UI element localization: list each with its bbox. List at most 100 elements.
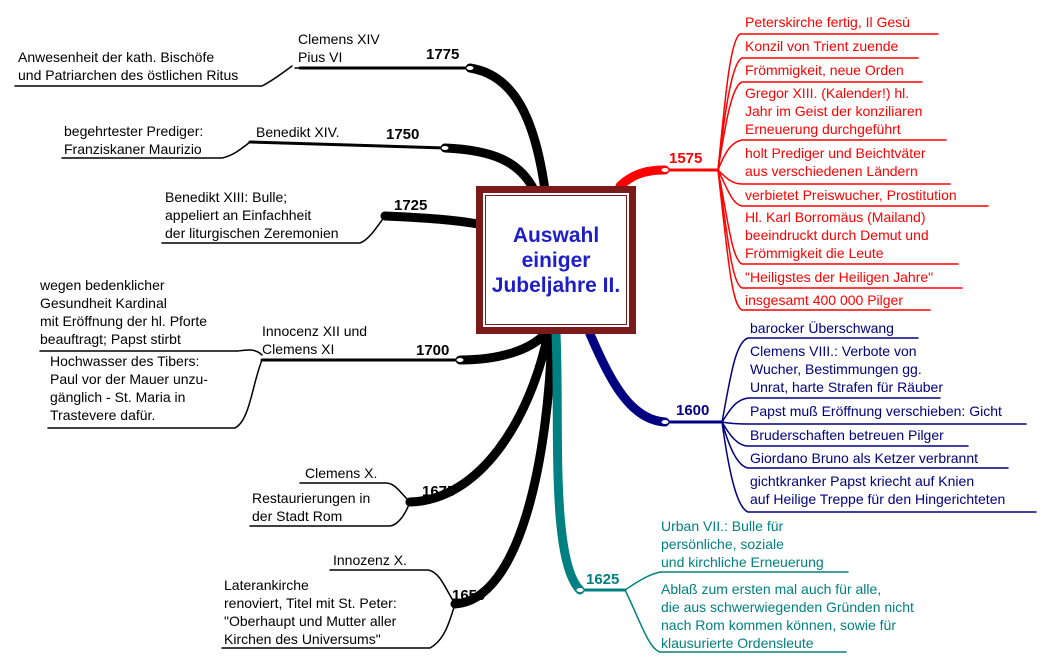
node-1625-ablass: Ablaß zum ersten mal auch für alle, die … xyxy=(661,580,914,652)
node-line: beeindruckt durch Demut und xyxy=(745,227,929,243)
node-line: Papst muß Eröffnung verschieben: Gicht xyxy=(750,403,1002,419)
node-1650-lateran: Laterankirche renoviert, Titel mit St. P… xyxy=(224,576,397,648)
node-1600-treppe: gichtkranker Papst kriecht auf Knien auf… xyxy=(750,472,1005,508)
year-label-1575: 1575 xyxy=(669,150,703,167)
branch-1725 xyxy=(161,211,483,244)
branch-1575 xyxy=(615,33,989,311)
node-line: Innozenz X. xyxy=(333,552,407,568)
node-line: Paul vor der Mauer unzu- xyxy=(50,371,208,387)
node-1575-peterskirche: Peterskirche fertig, Il Gesù xyxy=(745,13,910,31)
node-line: Giordano Bruno als Ketzer verbrannt xyxy=(750,450,979,466)
node-line: Benedikt XIII: Bulle; xyxy=(165,189,288,205)
node-line: Franziskaner Maurizio xyxy=(64,141,202,157)
node-line: verbietet Preiswucher, Prostitution xyxy=(745,187,957,203)
node-line: Hochwasser des Tibers: xyxy=(50,353,200,369)
node-line: und Patriarchen des östlichen Ritus xyxy=(18,67,239,83)
node-1575-prediger: holt Prediger und Beichtväter aus versch… xyxy=(745,144,926,180)
node-1600-barock: barocker Überschwang xyxy=(750,319,894,337)
node-line: Unrat, harte Strafen für Räuber xyxy=(750,379,943,395)
node-1700-flood: Hochwasser des Tibers: Paul vor der Maue… xyxy=(50,352,208,424)
branch-1625 xyxy=(551,329,849,653)
node-line: Bruderschaften betreuen Pilger xyxy=(750,427,944,443)
node-line: und kirchliche Erneuerung xyxy=(661,554,824,570)
node-line: nach Rom kommen können, sowie für xyxy=(661,617,896,633)
node-1575-preiswucher: verbietet Preiswucher, Prostitution xyxy=(745,186,957,204)
node-line: gichtkranker Papst kriecht auf Knien xyxy=(750,473,975,489)
year-label-1775: 1775 xyxy=(426,46,460,63)
node-1600-bruderschaften: Bruderschaften betreuen Pilger xyxy=(750,426,944,444)
node-line: Laterankirche xyxy=(224,577,309,593)
node-line: Kirchen des Universums" xyxy=(224,631,381,647)
node-line: der Stadt Rom xyxy=(252,508,343,524)
node-line: Hl. Karl Borromäus (Mailand) xyxy=(745,209,926,225)
branch-1600 xyxy=(585,329,1037,513)
center-topic-box: Auswahl einiger Jubeljahre II. xyxy=(476,186,636,334)
year-label-1650: 1650 xyxy=(452,587,486,604)
node-1775-popes: Clemens XIV Pius VI xyxy=(298,30,380,66)
node-1700-popes: Innocenz XII und Clemens XI xyxy=(262,322,367,358)
year-label-1750: 1750 xyxy=(386,126,420,143)
node-line: Jahr im Geist der konziliaren xyxy=(745,103,923,119)
node-line: der liturgischen Zeremonien xyxy=(165,225,339,241)
node-line: klausurierte Ordensleute xyxy=(661,635,814,651)
node-1600-gicht: Papst muß Eröffnung verschieben: Gicht xyxy=(750,402,1002,420)
node-line: renoviert, Titel mit St. Peter: xyxy=(224,595,397,611)
center-title-line: Jubeljahre II. xyxy=(491,273,621,297)
year-label-1700: 1700 xyxy=(416,342,450,359)
node-1700-cardinal: wegen bedenklicher Gesundheit Kardinal m… xyxy=(40,276,207,348)
node-line: die aus schwerwiegenden Gründen nicht xyxy=(661,599,914,615)
node-line: Frömmigkeit, neue Orden xyxy=(745,62,904,78)
node-line: "Heiligstes der Heiligen Jahre" xyxy=(745,269,934,285)
node-line: Gesundheit Kardinal xyxy=(40,295,167,311)
branch-1675 xyxy=(249,329,553,527)
node-line: appeliert an Einfachheit xyxy=(165,207,312,223)
branch-1775 xyxy=(14,63,550,195)
node-1600-bruno: Giordano Bruno als Ketzer verbrannt xyxy=(750,449,978,467)
node-line: Peterskirche fertig, Il Gesù xyxy=(745,14,910,30)
year-label-1675: 1675 xyxy=(422,483,456,500)
node-line: Wucher, Bestimmungen gg. xyxy=(750,361,922,377)
node-line: Trastevere dafür. xyxy=(50,407,156,423)
node-line: Ablaß zum ersten mal auch für alle, xyxy=(661,581,882,597)
node-1750-preacher: begehrtester Prediger: Franziskaner Maur… xyxy=(64,122,203,158)
node-line: Konzil von Trient zuende xyxy=(745,38,899,54)
node-line: Clemens XI xyxy=(262,341,335,357)
node-line: auf Heilige Treppe für den Hingerichtete… xyxy=(750,491,1006,507)
node-1600-clemens: Clemens VIII.: Verbote von Wucher, Besti… xyxy=(750,342,943,396)
node-line: Innocenz XII und xyxy=(262,323,368,339)
node-1750-pope: Benedikt XIV. xyxy=(256,123,340,141)
center-title: Auswahl einiger Jubeljahre II. xyxy=(486,223,626,298)
node-line: barocker Überschwang xyxy=(750,320,894,336)
node-1575-gregor: Gregor XIII. (Kalender!) hl. Jahr im Gei… xyxy=(745,84,922,138)
year-label-1600: 1600 xyxy=(676,402,710,419)
node-line: Pius VI xyxy=(298,49,343,65)
node-line: Clemens XIV xyxy=(298,31,380,47)
node-1675-pope: Clemens X. xyxy=(305,464,377,482)
node-line: Frömmigkeit die Leute xyxy=(745,245,884,261)
node-line: "Oberhaupt und Mutter aller xyxy=(224,613,397,629)
node-line: insgesamt 400 000 Pilger xyxy=(745,292,903,308)
node-line: mit Eröffnung der hl. Pforte xyxy=(40,313,208,329)
node-line: wegen bedenklicher xyxy=(40,277,165,293)
node-line: holt Prediger und Beichtväter xyxy=(745,145,926,161)
node-line: Erneuerung durchgeführt xyxy=(745,121,901,137)
node-line: persönliche, soziale xyxy=(661,536,784,552)
node-line: begehrtester Prediger: xyxy=(64,123,204,139)
node-1575-konzil: Konzil von Trient zuende xyxy=(745,37,898,55)
node-1675-restoration: Restaurierungen in der Stadt Rom xyxy=(252,489,370,525)
node-line: Clemens X. xyxy=(305,465,378,481)
branch-1700 xyxy=(39,329,550,429)
node-line: gänglich - St. Maria in xyxy=(50,389,186,405)
node-1575-borromaeus: Hl. Karl Borromäus (Mailand) beeindruckt… xyxy=(745,208,929,262)
node-1725-bull: Benedikt XIII: Bulle; appeliert an Einfa… xyxy=(165,188,339,242)
year-label-1625: 1625 xyxy=(586,571,620,588)
node-1575-orden: Frömmigkeit, neue Orden xyxy=(745,61,904,79)
node-line: Clemens VIII.: Verbote von xyxy=(750,343,917,359)
node-1650-pope: Innozenz X. xyxy=(333,551,407,569)
node-line: beauftragt; Papst stirbt xyxy=(40,331,181,347)
center-title-line: einiger xyxy=(521,248,591,272)
branch-1650 xyxy=(221,329,557,649)
branch-1750 xyxy=(61,140,540,197)
node-1775-bishops: Anwesenheit der kath. Bischöfe und Patri… xyxy=(18,48,238,84)
